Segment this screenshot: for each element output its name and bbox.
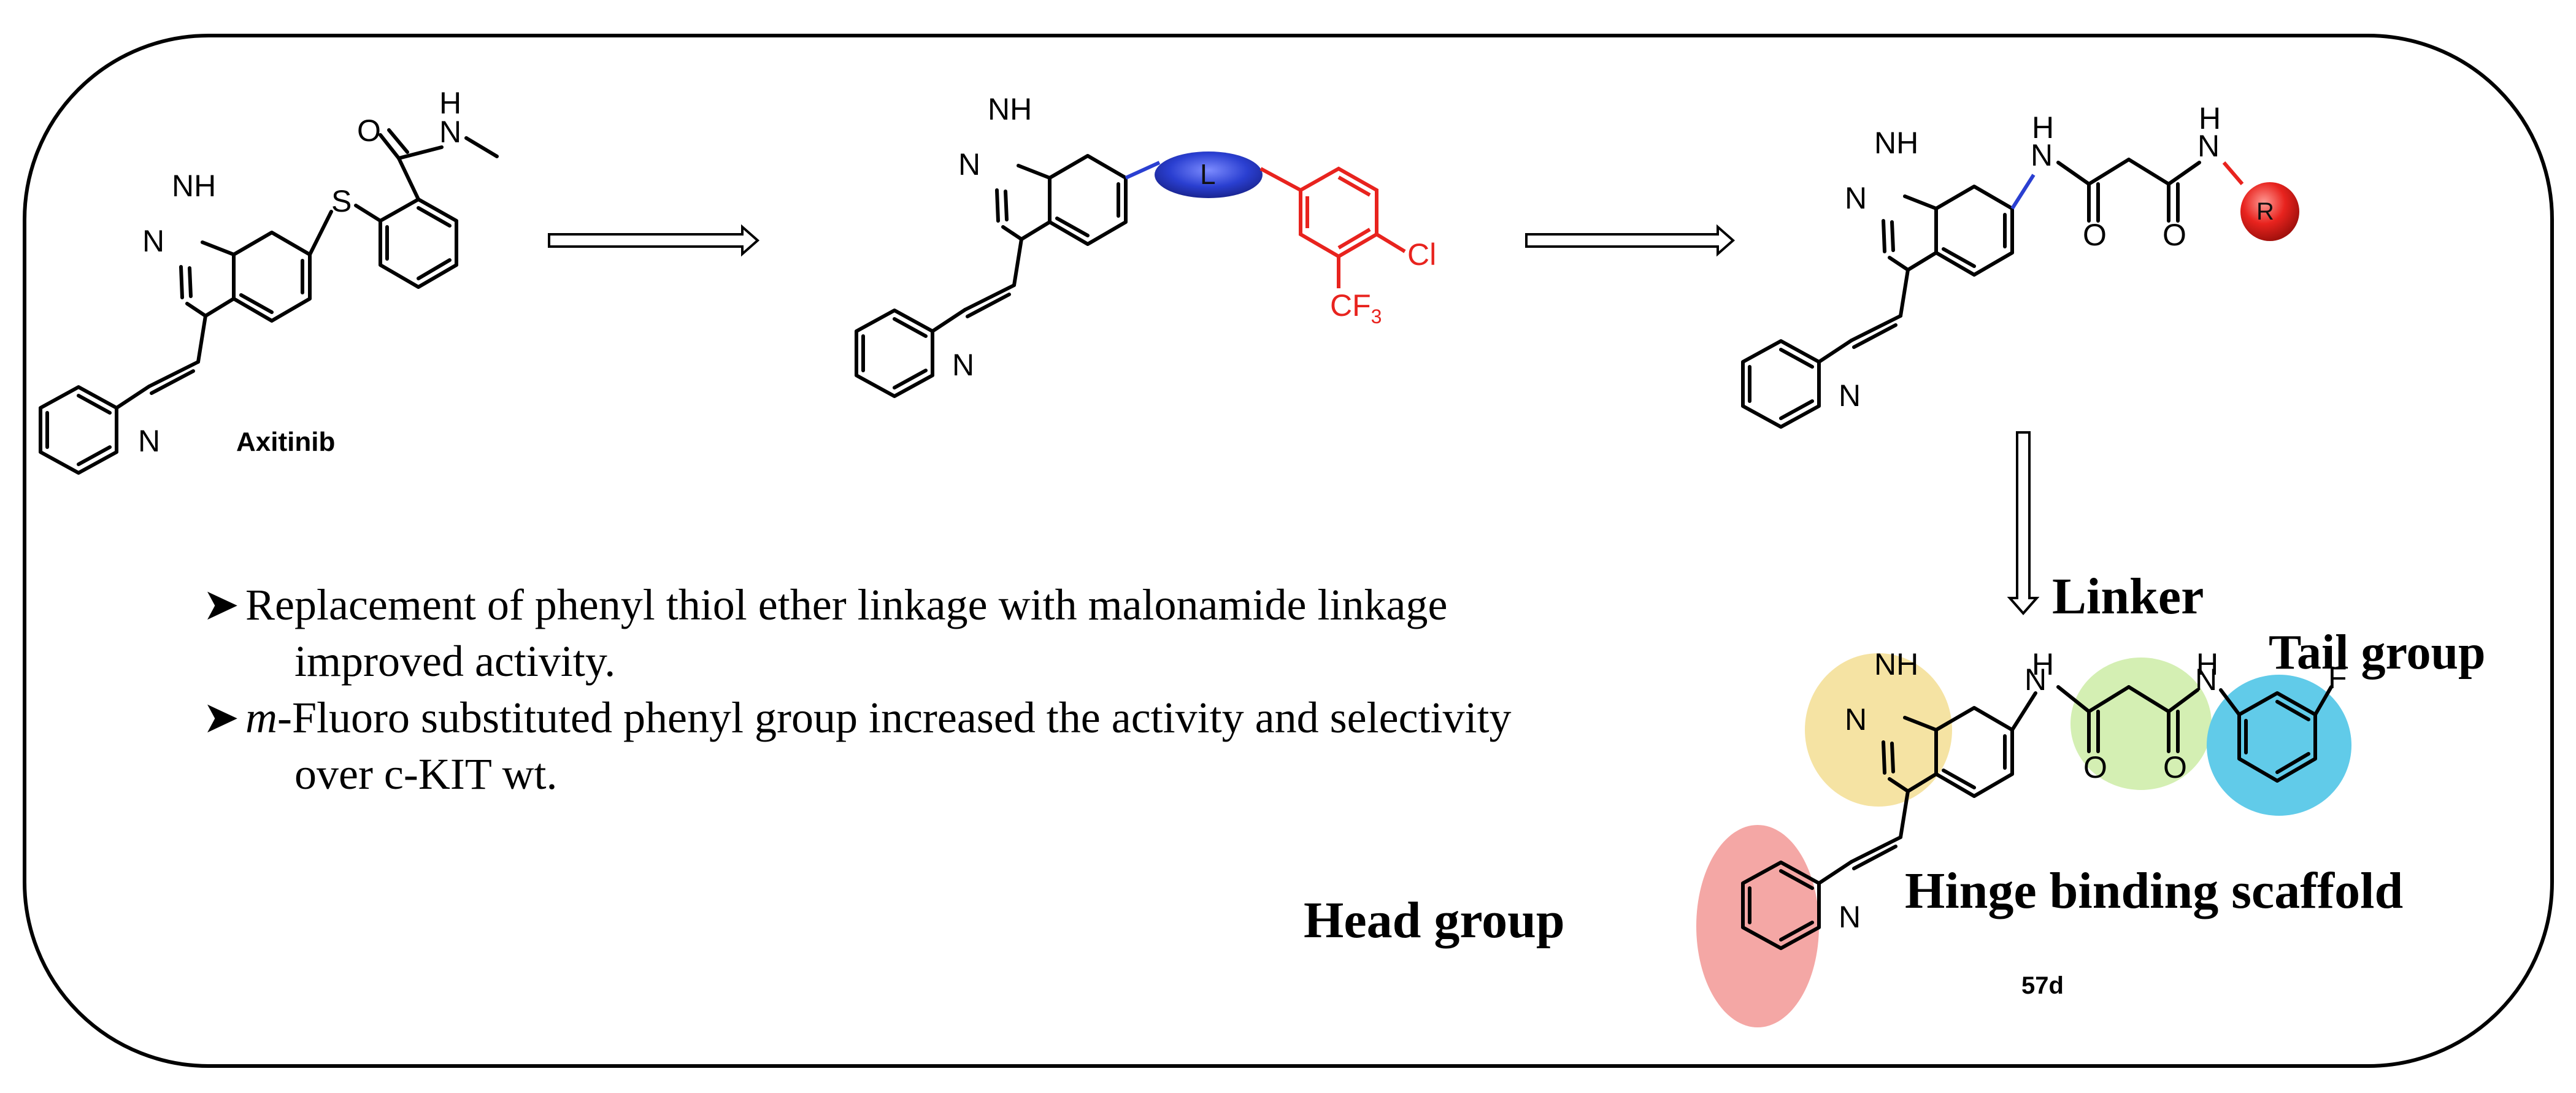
compound-57d-structure: NH N N N H O O N H F 57d: [1696, 647, 2351, 1027]
tail-highlight: [2207, 675, 2351, 816]
mol2-nh-label: NH: [988, 92, 1032, 126]
compound-57d-name: 57d: [2021, 972, 2064, 999]
finding-text: Replacement of phenyl thiol ether linkag…: [245, 580, 1448, 629]
finding-continuation: improved activity.: [294, 637, 616, 686]
finding-item: ➤ Replacement of phenyl thiol ether link…: [202, 577, 1613, 689]
finding-italic-prefix: m: [245, 693, 277, 742]
mol4-nh-label: NH: [1874, 647, 1918, 681]
mol4-n1-label: N: [2024, 662, 2047, 697]
r-group-label: R: [2256, 198, 2274, 225]
mol2-cf3-label: CF3: [1330, 288, 1382, 328]
finding-text: -Fluoro substituted phenyl group increas…: [277, 693, 1512, 742]
hollow-double-arrow-down-icon: [2007, 431, 2040, 616]
mol4-f-label: F: [2328, 661, 2347, 695]
axitinib-structure: NH N N S O N H Axitinib: [40, 86, 499, 473]
mol4-o1-label: O: [2083, 750, 2107, 784]
mol3-o1-label: O: [2083, 218, 2107, 252]
linker-l-ellipse: [1155, 151, 1263, 198]
mol2-cl-label: Cl: [1407, 237, 1436, 272]
axitinib-name: Axitinib: [236, 427, 335, 457]
mol2-pyridine-n-label: N: [952, 348, 974, 382]
mol3-h1-label: H: [2032, 110, 2054, 145]
mol2-n-label: N: [958, 147, 980, 182]
mol4-h2-label: H: [2196, 647, 2218, 681]
mol4-pyridine-n-label: N: [1839, 900, 1861, 934]
r-group-sphere: [2240, 182, 2299, 241]
linker-l-label: L: [1200, 158, 1216, 190]
hinge-binding-scaffold-annotation: Hinge binding scaffold: [1905, 862, 2403, 919]
mol4-n2-label: N: [2195, 662, 2217, 697]
outer-frame: [23, 34, 2554, 1068]
arrowhead-bullet-icon: ➤: [202, 580, 240, 629]
hinge-highlight: [1805, 653, 1952, 807]
linker-design-structure: NH N N L Cl CF3: [856, 92, 1436, 396]
mol4-n-label: N: [1845, 702, 1867, 737]
arrowhead-bullet-icon: ➤: [202, 693, 240, 742]
hollow-double-arrow-icon: [1525, 224, 1736, 257]
finding-continuation: over c-KIT wt.: [294, 750, 558, 799]
axitinib-nh-label: NH: [172, 169, 216, 203]
linker-annotation: Linker: [2052, 568, 2204, 625]
mol4-o2-label: O: [2163, 750, 2187, 784]
axitinib-o-label: O: [357, 113, 381, 148]
mol3-h2-label: H: [2199, 101, 2221, 136]
axitinib-amide-n-label: N: [439, 115, 461, 149]
tail-group-annotation: Tail group: [2269, 626, 2486, 680]
mol3-n-label: N: [1845, 181, 1867, 215]
mol3-o2-label: O: [2163, 218, 2186, 252]
findings-list: ➤ Replacement of phenyl thiol ether link…: [202, 577, 1613, 802]
head-highlight: [1696, 825, 1819, 1027]
axitinib-pyridine-n-label: N: [138, 424, 160, 458]
mol4-h1-label: H: [2032, 647, 2054, 681]
hollow-double-arrow-icon: [548, 224, 760, 257]
mol3-pyridine-n-label: N: [1839, 378, 1861, 413]
mol3-n2-label: N: [2197, 129, 2220, 163]
mol3-nh-label: NH: [1874, 126, 1918, 160]
axitinib-amide-h-label: H: [439, 86, 461, 120]
finding-item: ➤ m-Fluoro substituted phenyl group incr…: [202, 689, 1613, 802]
mol3-n1-label: N: [2031, 138, 2053, 172]
malonamide-design-structure: NH N N N H O O N H R: [1743, 101, 2299, 427]
linker-highlight: [2070, 658, 2212, 790]
axitinib-n-label: N: [142, 224, 164, 258]
axitinib-s-label: S: [331, 184, 352, 218]
head-group-annotation: Head group: [1304, 892, 1565, 949]
